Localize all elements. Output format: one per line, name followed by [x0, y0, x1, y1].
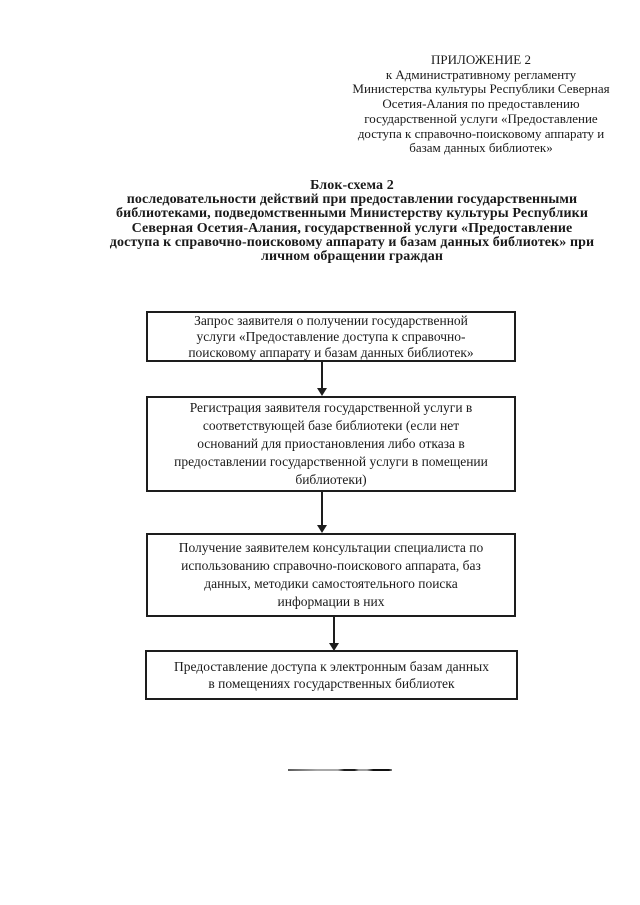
- text-line: библиотеки): [295, 472, 367, 487]
- text-line: Предоставление доступа к электронным баз…: [174, 659, 489, 674]
- arrow-head: [317, 525, 327, 533]
- flowchart-step-request: Запрос заявителя о получении государстве…: [146, 311, 516, 362]
- text-line: информации в них: [277, 594, 385, 609]
- text-line: последовательности действий при предоста…: [126, 192, 578, 208]
- arrow-stem: [321, 362, 323, 390]
- text-line: к Административному регламенту: [385, 66, 577, 82]
- text-line: соответствующей базе библиотеки (если не…: [202, 418, 460, 433]
- flow-arrow-down-icon: [317, 362, 327, 396]
- arrow-stem: [321, 492, 323, 527]
- text-line: личном обращении граждан: [260, 249, 443, 265]
- text-line: предоставлении государственной услуги в …: [174, 454, 488, 469]
- flowchart-step-consultation: Получение заявителем консультации специа…: [146, 533, 516, 617]
- text-line: Осетия-Алания по предоставлению: [382, 96, 580, 112]
- flow-arrow-down-icon: [329, 617, 339, 651]
- text-line: поисковому аппарату и базам данных библи…: [188, 344, 474, 360]
- text-line: Блок-схема 2: [310, 178, 394, 193]
- text-line: доступа к справочно-поисковому аппарату …: [357, 125, 605, 141]
- arrow-head: [329, 643, 339, 651]
- text-line: Запрос заявителя о получении государстве…: [194, 312, 468, 328]
- text-line: Министерства культуры Республики Северна…: [352, 81, 610, 97]
- text-line: данных, методики самостоятельного поиска: [204, 576, 458, 591]
- text-line: Регистрация заявителя государственной ус…: [189, 400, 473, 415]
- text-line: в помещениях государственных библиотек: [208, 676, 455, 691]
- text-line: услуги «Предоставление доступа к справоч…: [196, 328, 466, 344]
- text-line: базам данных библиотек»: [409, 140, 553, 156]
- text-line: государственной услуги «Предоставление: [364, 110, 598, 126]
- text-line: Северная Осетия-Алания, государственной …: [131, 220, 573, 236]
- arrow-head: [317, 388, 327, 396]
- flow-arrow-down-icon: [317, 492, 327, 533]
- text-line: Получение заявителем консультации специа…: [178, 540, 484, 555]
- flowchart-step-registration: Регистрация заявителя государственной ус…: [146, 396, 516, 492]
- text-line: использованию справочно-поискового аппар…: [181, 558, 481, 573]
- text-line: библиотеками, подведомственными Министер…: [115, 206, 588, 222]
- text-line: оснований для приостановления либо отказ…: [197, 436, 465, 451]
- flowchart-step-access: Предоставление доступа к электронным баз…: [145, 650, 518, 700]
- arrow-stem: [333, 617, 335, 645]
- text-line: доступа к справочно-поисковому аппарату …: [109, 234, 595, 250]
- divider-line: [288, 769, 392, 771]
- text-line: ПРИЛОЖЕНИЕ 2: [431, 52, 531, 67]
